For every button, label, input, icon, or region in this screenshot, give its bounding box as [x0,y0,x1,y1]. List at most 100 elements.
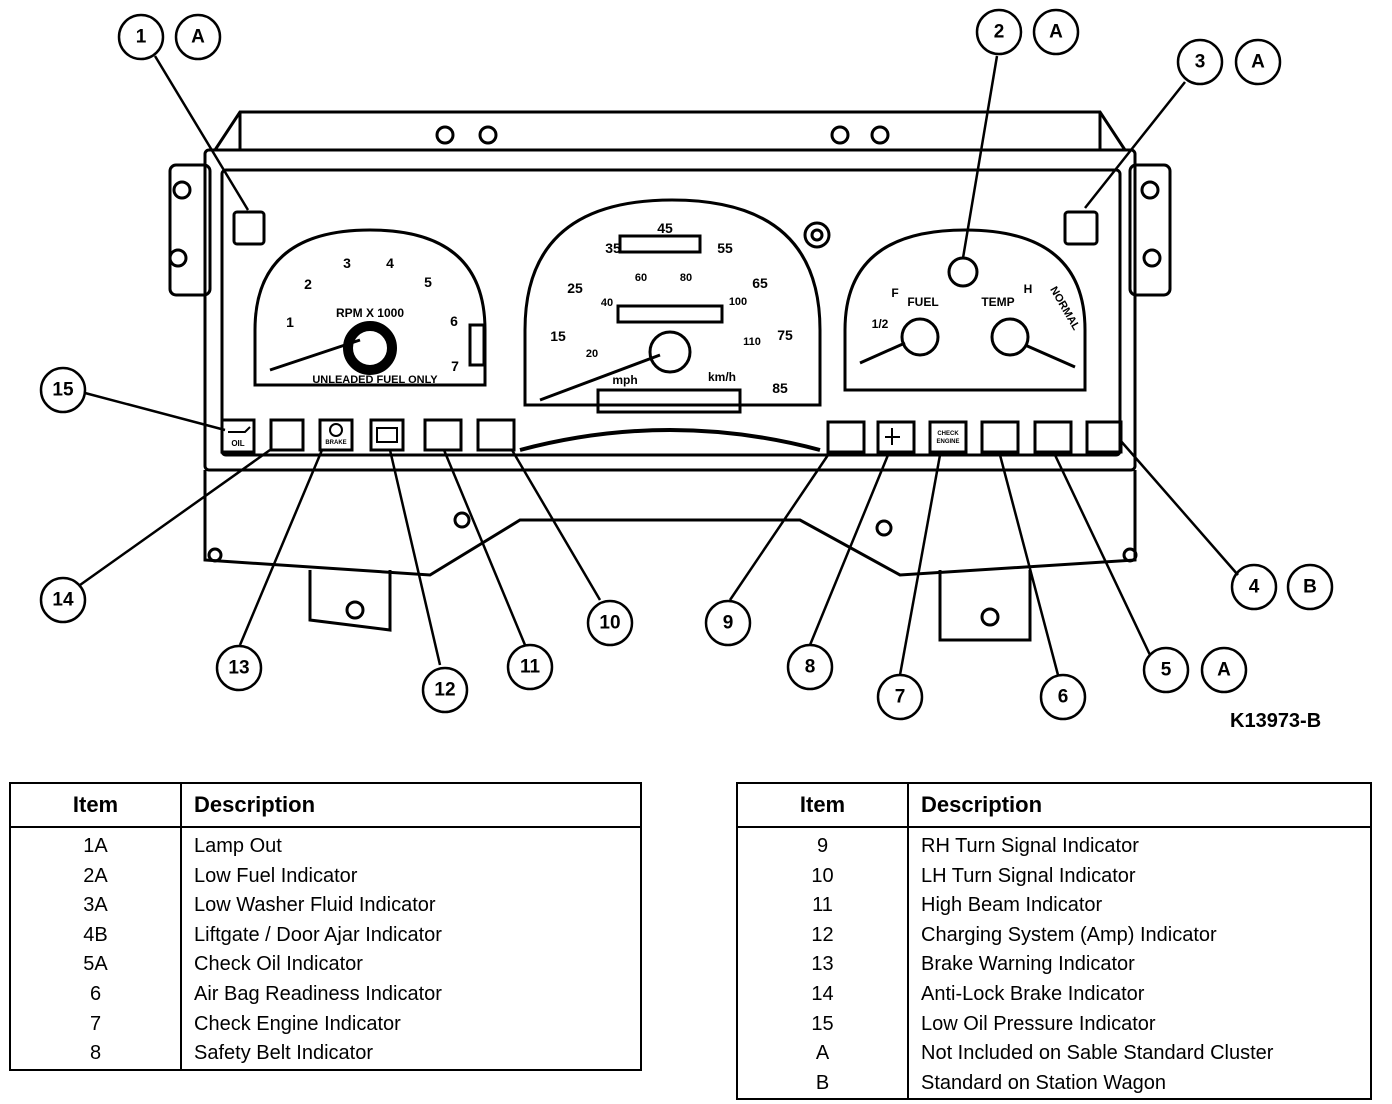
table-row: 4B Liftgate / Door Ajar Indicator [10,920,641,951]
legend-desc: Standard on Station Wagon [921,1071,1166,1094]
safety-belt-icon [885,428,900,445]
legend-right-item-header: Item [737,783,909,828]
callout-9: 9 [723,613,734,634]
callout-4-b: B [1303,577,1317,598]
speed-75: 75 [777,327,793,343]
callout-3-a: A [1251,52,1265,73]
unit-mph: mph [612,373,637,387]
legend-item: 15 [737,1009,909,1040]
legend-desc: Anti-Lock Brake Indicator [921,982,1145,1005]
safety-belt-lamp [876,420,916,454]
table-row: 10 LH Turn Signal Indicator [737,861,1371,892]
legend-desc: Air Bag Readiness Indicator [194,982,442,1005]
callout-1: 1 [136,27,147,48]
callout-2-a: A [1049,22,1063,43]
callout-4: 4 [1249,577,1260,598]
legend-item: 10 [737,861,909,892]
callout-8: 8 [805,657,816,678]
kmh-100: 100 [729,296,747,308]
instrument-cluster-diagram: 1 A 2 A 3 A 4 B 5 A 6 7 8 9 10 11 12 13 … [39,8,1334,721]
callout-15: 15 [52,380,74,401]
table-row: 9 RH Turn Signal Indicator [737,827,1371,862]
legend-item: 1A [10,827,182,862]
callout-2: 2 [994,22,1005,43]
legend-item: 5A [10,950,182,980]
legend-desc: Not Included on Sable Standard Cluster [921,1042,1274,1065]
anti-lock-brake-lamp [269,418,305,452]
callout-6: 6 [1058,687,1069,708]
callout-1-a: A [191,27,205,48]
legend-desc: Liftgate / Door Ajar Indicator [194,923,442,946]
battery-icon [376,427,398,443]
speedometer [523,198,822,414]
cluster-housing [168,110,1172,642]
kmh-20: 20 [586,348,598,360]
legend-item: 6 [10,979,182,1010]
speed-15: 15 [550,328,566,344]
check-engine-text-2: ENGINE [936,439,959,445]
table-row: 1A Lamp Out [10,827,641,862]
legend-item: 14 [737,979,909,1010]
speed-55: 55 [717,240,733,256]
speed-45: 45 [657,220,673,236]
high-beam-lamp [423,418,463,452]
fuel-temp-gauge [843,228,1087,392]
legend-item: 4B [10,920,182,951]
brake-icon [329,423,343,437]
legend-item: A [737,1039,909,1069]
speed-35: 35 [605,240,621,256]
table-row: 3A Low Washer Fluid Indicator [10,891,641,921]
legend-desc: Safety Belt Indicator [194,1042,373,1065]
oil-can-icon [228,426,251,433]
oil-lamp-text: OIL [231,439,244,448]
check-engine-text-1: CHECK [937,431,959,437]
callout-5-a: A [1217,660,1231,681]
legend-desc: RH Turn Signal Indicator [921,835,1139,857]
legend-item: 7 [10,1009,182,1040]
fuel-full: F [891,286,898,300]
legend-item: 9 [737,827,909,862]
legend-item: 12 [737,920,909,951]
legend-item: 8 [10,1039,182,1070]
fuel-note: UNLEADED FUEL ONLY [312,374,438,386]
kmh-110: 110 [743,336,761,348]
fuel-label: FUEL [907,295,938,309]
table-row: 7 Check Engine Indicator [10,1009,641,1040]
callout-leaders [79,55,1239,676]
legend-desc: Lamp Out [194,835,282,857]
tach-6: 6 [450,313,458,329]
tach-5: 5 [424,274,432,290]
table-row: 8 Safety Belt Indicator [10,1039,641,1070]
brake-warning-lamp [318,418,354,452]
legend-desc: Charging System (Amp) Indicator [921,923,1217,946]
legend-item: 2A [10,861,182,892]
air-bag-lamp [980,420,1020,454]
temp-hot: H [1024,282,1033,296]
legend-desc: Check Oil Indicator [194,953,363,976]
figure-id: K13973-B [1230,710,1322,732]
unit-kmh: km/h [708,370,736,384]
legend-desc: Low Fuel Indicator [194,864,358,887]
check-engine-lamp [928,420,968,454]
kmh-60: 60 [635,272,647,284]
legend-desc: Low Oil Pressure Indicator [921,1012,1156,1035]
legend-desc: LH Turn Signal Indicator [921,864,1136,887]
legend-desc: Low Washer Fluid Indicator [194,894,436,917]
tach-label: RPM X 1000 [336,306,404,320]
legend-item: 3A [10,891,182,921]
tach-3: 3 [343,255,351,271]
callout-10: 10 [599,613,620,634]
legend-desc: Brake Warning Indicator [921,953,1135,976]
kmh-40: 40 [601,297,613,309]
legend-desc: Check Engine Indicator [194,1012,401,1035]
legend-item: 11 [737,891,909,921]
callout-3: 3 [1195,52,1206,73]
table-row: 5A Check Oil Indicator [10,950,641,980]
legend-left-item-header: Item [10,783,182,828]
kmh-80: 80 [680,272,692,284]
table-row: 2A Low Fuel Indicator [10,861,641,892]
tach-4: 4 [386,255,394,271]
